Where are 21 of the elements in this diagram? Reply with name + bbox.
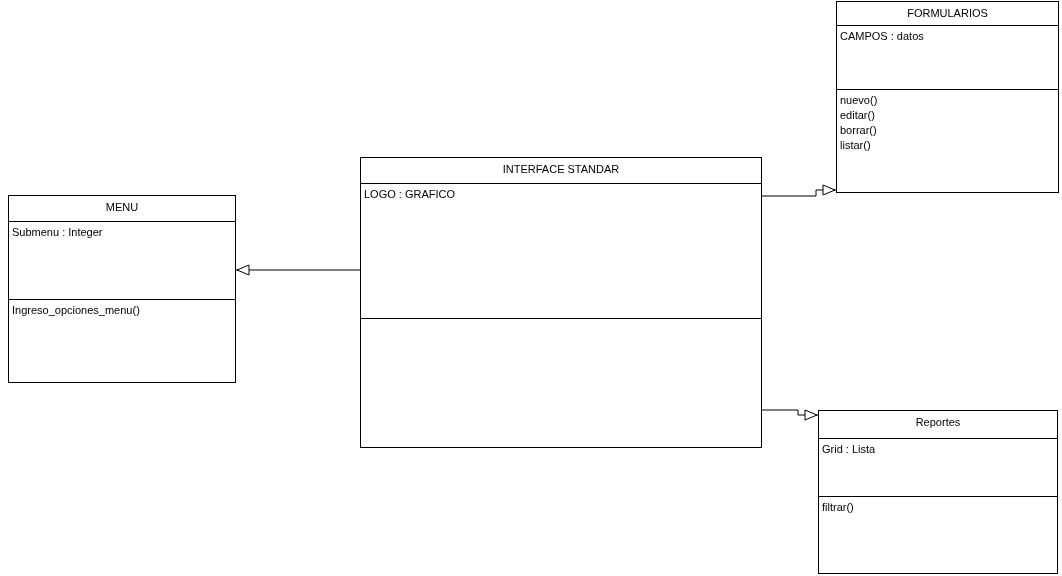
class-attribute: LOGO : GRAFICO bbox=[364, 188, 456, 200]
class-attribute: Grid : Lista bbox=[822, 443, 876, 455]
class-attribute: CAMPOS : datos bbox=[840, 30, 924, 42]
generalization-arrow bbox=[761, 409, 819, 421]
class-box bbox=[836, 1, 1059, 193]
class-attribute: Submenu : Integer bbox=[12, 226, 103, 238]
class-method: nuevo() bbox=[840, 94, 878, 106]
class-box bbox=[818, 410, 1058, 574]
class-method: borrar() bbox=[840, 124, 877, 136]
class-box bbox=[360, 157, 762, 448]
generalization-arrow bbox=[235, 264, 361, 276]
class-box bbox=[8, 195, 236, 383]
class-method: editar() bbox=[840, 109, 875, 121]
class-name: INTERFACE STANDAR bbox=[501, 163, 621, 175]
class-method: filtrar() bbox=[822, 501, 854, 513]
class-method: Ingreso_opciones_menu() bbox=[12, 304, 140, 316]
generalization-arrow bbox=[761, 184, 837, 197]
class-method: listar() bbox=[840, 139, 871, 151]
class-name: Reportes bbox=[914, 416, 962, 428]
class-name: FORMULARIOS bbox=[906, 7, 989, 19]
class-name: MENU bbox=[104, 201, 140, 213]
